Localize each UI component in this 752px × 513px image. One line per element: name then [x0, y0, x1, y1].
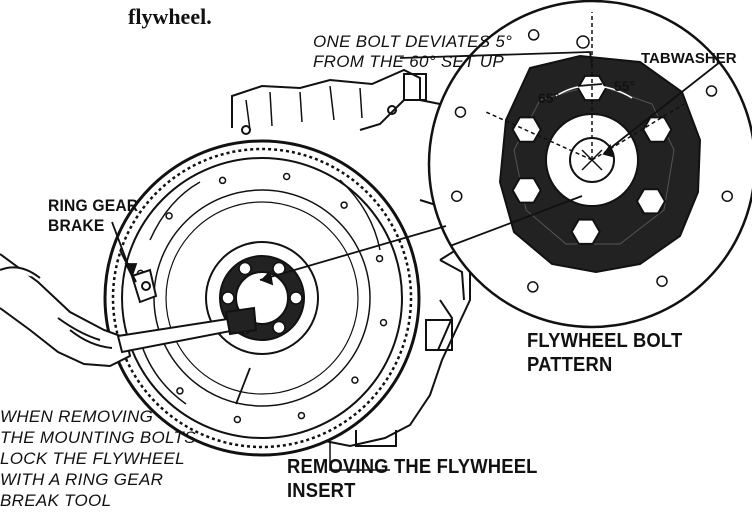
rim-hole	[176, 387, 184, 395]
outer-hole	[527, 281, 539, 293]
hex-bolt	[511, 177, 542, 204]
hub-bolt	[238, 261, 252, 276]
note-line-3: LOCK THE FLYWHEEL	[0, 449, 185, 468]
rim-hole	[233, 415, 242, 424]
rim-hole	[379, 318, 388, 327]
note-line-1: WHEN REMOVING	[0, 407, 154, 426]
hex-bolt	[511, 116, 542, 143]
angle-55-label: 55°	[614, 78, 636, 94]
rim-hole	[375, 254, 384, 263]
deviation-label-line1: ONE BOLT DEVIATES 5°	[313, 32, 513, 51]
leader-lines	[111, 35, 721, 405]
outer-hole	[656, 275, 668, 287]
rim-hole	[218, 176, 227, 185]
hex-bolt	[642, 116, 673, 143]
hex-bolt	[570, 218, 601, 245]
deviation-label-line2: FROM THE 60° SET UP	[313, 52, 505, 71]
hub-bolt	[221, 291, 235, 305]
hub-bolt	[272, 320, 286, 335]
rim-hole	[165, 212, 173, 220]
rim-hole	[351, 376, 359, 384]
hand-with-wrench	[0, 253, 258, 368]
ring-gear-label-line2: BRAKE	[48, 216, 105, 235]
removing-title-line1: REMOVING THE FLYWHEEL	[287, 456, 538, 478]
outer-hole	[451, 190, 463, 202]
rim-hole	[297, 411, 306, 420]
outer-hole	[705, 85, 718, 97]
tabwasher-label: TABWASHER	[641, 50, 737, 67]
hex-bolt	[635, 188, 667, 215]
ring-gear-brake-tool	[119, 249, 158, 304]
bolt-pattern-title-line1: FLYWHEEL BOLT	[527, 330, 683, 352]
bolt-pattern-title-line2: PATTERN	[527, 354, 613, 376]
bolt-pattern-outer-holes	[451, 29, 733, 293]
rim-hole	[282, 172, 291, 181]
removing-title-line2: INSERT	[287, 480, 356, 502]
rim-hole	[340, 201, 348, 209]
angle-65-label: 65°	[538, 90, 560, 106]
hub-bolt	[289, 291, 303, 305]
note-line-5: BREAK TOOL	[0, 491, 112, 510]
bolt-pattern-detail	[427, 0, 752, 329]
note-line-4: WITH A RING GEAR	[0, 470, 164, 489]
outer-hole	[527, 29, 540, 41]
outer-hole	[454, 106, 467, 118]
note-line-2: THE MOUNTING BOLTS	[0, 428, 196, 447]
caption-fragment: flywheel.	[128, 4, 212, 29]
outer-hole	[721, 190, 733, 202]
ring-gear-label-line1: RING GEAR	[48, 196, 139, 215]
